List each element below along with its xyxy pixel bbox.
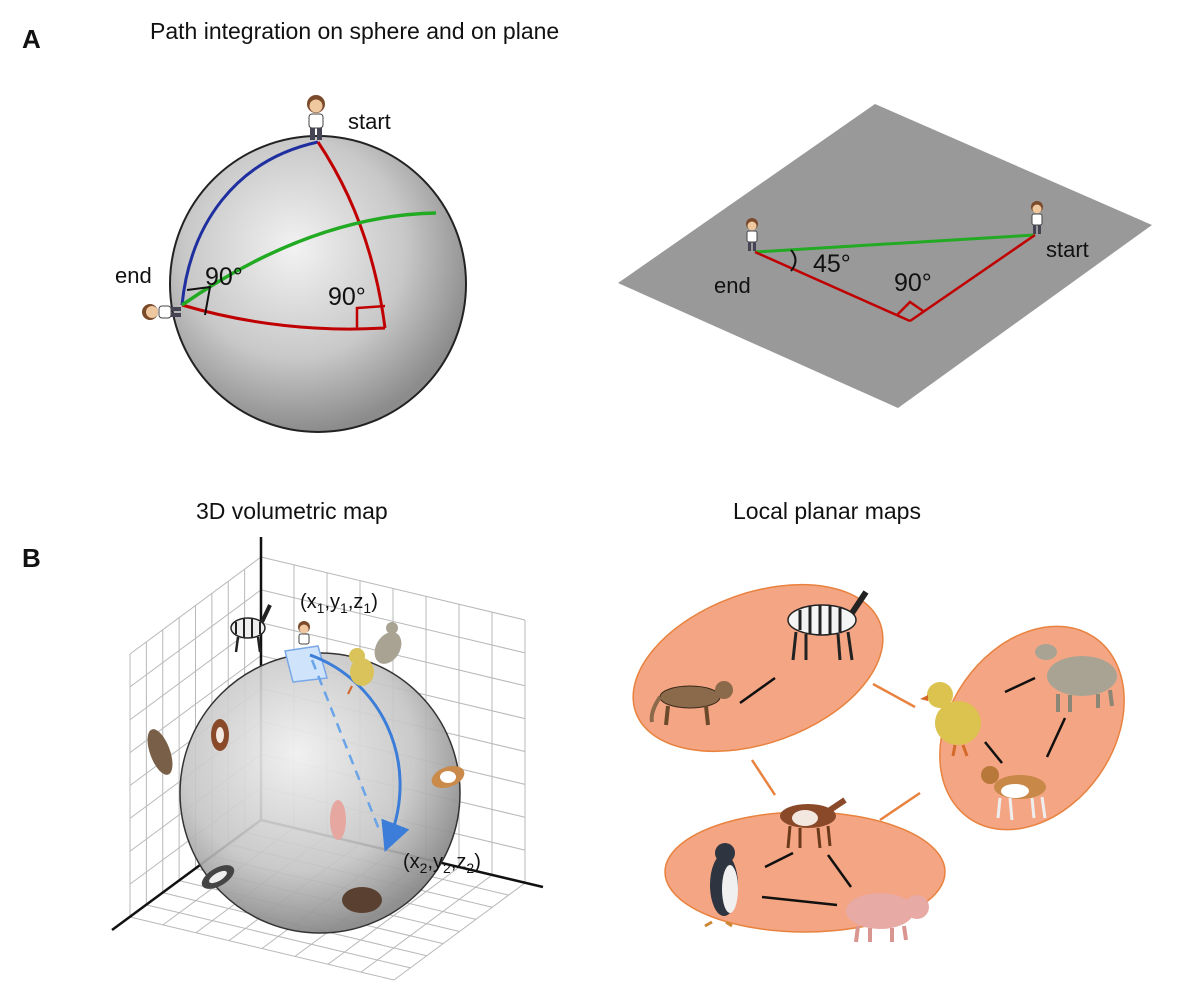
- edge-sheep-beagle: [1045, 717, 1067, 758]
- person-icon-plane-end: [746, 218, 758, 251]
- horse-icon-bottom: [342, 887, 382, 913]
- sphere-end-label: end: [115, 263, 152, 288]
- plane-end-label: end: [714, 273, 751, 298]
- position-patch: [284, 645, 328, 683]
- pig-icon-b: [330, 800, 346, 840]
- grid-line: [129, 589, 262, 688]
- cluster-top-left: [632, 583, 884, 753]
- grid-line: [260, 589, 526, 654]
- penguin-icon-map: [704, 843, 738, 928]
- panel-a-letter: A: [22, 24, 41, 54]
- person-icon-b: [298, 621, 310, 645]
- beagle-icon-map: [981, 766, 1047, 821]
- plane-angle-45: 45°: [813, 250, 851, 278]
- plane-diagram: [618, 104, 1152, 408]
- link-top-right: [872, 682, 916, 709]
- sphere-diagram: [169, 135, 467, 433]
- panel-a-title: Path integration on sphere and on plane: [150, 18, 559, 44]
- right-angle-marker-black: [186, 285, 212, 316]
- grid-line: [129, 556, 262, 655]
- straight-dashed-arrow: [310, 659, 382, 833]
- edge-penguin-pig: [761, 895, 838, 907]
- sheep-icon-map: [1035, 644, 1117, 712]
- sphere-b: [179, 652, 461, 934]
- coordinate-2: (x2,y2,z2): [403, 851, 481, 876]
- chick-icon-map: [920, 682, 981, 757]
- edge-horse-penguin: [764, 851, 794, 869]
- plane-angle-arc: [790, 249, 797, 272]
- red-path-horizontal: [181, 303, 386, 331]
- grid-line: [393, 882, 526, 981]
- penguin-icon-b: [201, 865, 235, 889]
- zebra-icon: [230, 604, 272, 653]
- leopard-icon-map: [649, 681, 733, 726]
- beagle-icon-b: [431, 765, 465, 789]
- link-top-bottom: [750, 759, 777, 796]
- edge-chick-sheep: [1004, 676, 1036, 694]
- plane-angle-90: 90°: [894, 269, 932, 297]
- chick-icon: [347, 648, 374, 695]
- grid-line: [146, 904, 411, 969]
- plane-right-angle-marker: [896, 300, 924, 316]
- panel-b-title-left: 3D volumetric map: [196, 498, 388, 524]
- horse-icon-map: [780, 797, 847, 849]
- geodesic-arrow: [309, 653, 410, 853]
- plane-green-path: [754, 233, 1036, 254]
- blue-path: [180, 140, 319, 306]
- pig-icon-map: [846, 893, 929, 943]
- sphere-angle-90-left: 90°: [205, 263, 243, 291]
- zebra-icon-map: [787, 590, 869, 661]
- sphere-start-label: start: [348, 109, 391, 134]
- edge-leopard-zebra: [739, 676, 776, 705]
- person-icon-end: [142, 304, 181, 320]
- edge-horse-pig: [826, 854, 853, 888]
- grid-line: [327, 866, 460, 965]
- sheep-icon: [374, 622, 402, 664]
- grid-line: [129, 916, 395, 981]
- plane-red-path-2: [909, 233, 1036, 323]
- grid-line: [260, 556, 526, 621]
- green-path: [181, 211, 437, 307]
- person-icon-start: [307, 95, 325, 140]
- sphere-angle-90-right: 90°: [328, 283, 366, 311]
- plane-start-label: start: [1046, 237, 1089, 262]
- grid-line: [129, 622, 262, 721]
- horse-icon-b: [211, 719, 229, 751]
- right-angle-marker-red: [355, 304, 386, 329]
- person-icon-plane-start: [1031, 201, 1043, 234]
- plane-surface: [618, 104, 1152, 408]
- panel-b-title-right: Local planar maps: [733, 498, 921, 524]
- plane-red-path-1: [754, 250, 911, 323]
- coordinate-1: (x1,y1,z1): [300, 591, 378, 616]
- panel-b-letter: B: [22, 543, 41, 573]
- leopard-icon-b: [147, 729, 173, 775]
- link-bottom-right: [879, 791, 921, 822]
- grid-line: [360, 874, 493, 973]
- edge-chick-beagle: [984, 741, 1003, 764]
- local-planar-maps: [632, 583, 1125, 943]
